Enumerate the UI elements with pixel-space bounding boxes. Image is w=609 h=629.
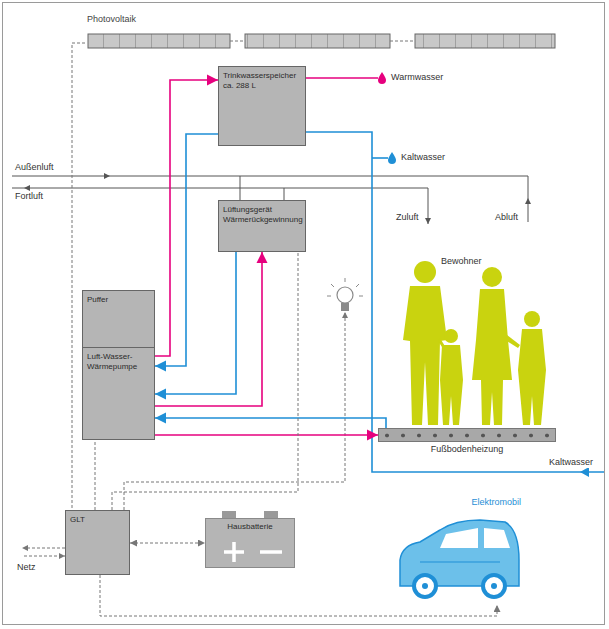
label-text: Abluft: [494, 212, 519, 223]
water-pipes: [306, 72, 604, 477]
electric-car: [422, 583, 428, 589]
pv-panels: [390, 41, 415, 42]
pv-panels: [88, 34, 230, 48]
pipe-connector: [155, 434, 378, 436]
data-connector: [100, 575, 497, 616]
residents: [414, 261, 436, 283]
battery-body: [222, 511, 236, 518]
node-text: Hausbatterie: [209, 522, 291, 532]
electric-car: [420, 562, 500, 563]
air-ducts: [12, 176, 528, 177]
house-battery: Hausbatterie: [205, 518, 295, 568]
floor-slab: [378, 428, 556, 442]
air-ducts: [104, 173, 110, 179]
electric-car: [414, 575, 436, 597]
data-arrowheads: [22, 545, 28, 551]
node-text: GLT: [70, 515, 125, 525]
buffer-tank: Puffer: [82, 290, 155, 348]
data-connector: [130, 543, 205, 544]
electric-car: [400, 520, 519, 597]
label-text: Kaltwasser: [548, 457, 594, 468]
node-text: Elektromobil: [389, 497, 521, 508]
control-unit: GLT: [65, 510, 130, 575]
pv-array: Photovoltaik: [85, 14, 560, 54]
water-pipes: [378, 72, 386, 84]
label-text: Fortluft: [14, 191, 44, 202]
residents: [482, 267, 502, 287]
water-pipes: [388, 152, 396, 164]
electric-car: [483, 575, 505, 597]
battery-body: [260, 550, 282, 554]
water-pipes: [580, 467, 589, 477]
label-text: Zuluft: [395, 212, 420, 223]
light-bulb: [337, 287, 353, 303]
residents: [440, 345, 463, 425]
light-bulb: [341, 303, 349, 311]
node-text: Photovoltaik: [87, 14, 558, 25]
air-ducts: [284, 188, 285, 200]
label-text: Netz: [16, 562, 37, 573]
data-arrowheads: [342, 312, 348, 318]
label-text: Kaltwasser: [400, 152, 446, 163]
residents: [524, 311, 540, 327]
electric-car: [491, 583, 497, 589]
pipe-connector: [155, 252, 236, 394]
residents: [505, 335, 520, 348]
ventilation-unit: Lüftungsgerät Wärmerückgewinnung: [218, 200, 306, 252]
pv-panels: [415, 34, 555, 48]
battery-body: [264, 511, 278, 518]
node-text: Trinkwasserspeicher ca. 288 L: [223, 71, 301, 90]
pipe-connector: [155, 252, 262, 406]
node-text: Puffer: [87, 295, 150, 305]
label-text: Außenluft: [14, 162, 55, 173]
storage-tank: Trinkwasserspeicher ca. 288 L: [218, 66, 306, 146]
light-bulb: [327, 278, 363, 296]
data-connector: [95, 440, 96, 510]
air-ducts: [425, 218, 431, 224]
node-text: Fußbodenheizung: [378, 444, 556, 455]
pv-panels: [245, 34, 390, 48]
data-lines: [124, 313, 345, 510]
light-bulb: [327, 278, 363, 311]
electric-car: [440, 528, 478, 548]
pipe-connector: [155, 418, 386, 428]
floor-heating: Fußbodenheizung: [378, 428, 556, 456]
residents: [444, 329, 458, 343]
electric-car: Elektromobil: [385, 495, 525, 605]
residents: [403, 261, 546, 425]
node-text: Lüftungsgerät Wärmerückgewinnung: [223, 205, 301, 224]
pipe-connector: [155, 134, 218, 366]
pv-panels: [88, 34, 555, 48]
heat-pump: Luft-Wasser-Wärmepumpe: [82, 347, 155, 440]
air-ducts: [12, 173, 531, 224]
residents: [472, 289, 512, 425]
data-lines: [24, 548, 65, 549]
water-pipes: [372, 157, 388, 159]
electric-car: [484, 528, 510, 548]
battery-body: [205, 511, 295, 568]
water-pipes: [306, 132, 604, 472]
water-pipes: [306, 77, 378, 79]
battery-body: [224, 542, 244, 562]
pv-panels: [230, 41, 245, 42]
air-ducts: [240, 176, 241, 200]
node-text: Luft-Wasser-Wärmepumpe: [87, 352, 150, 371]
air-ducts: [12, 188, 428, 189]
air-ducts: [525, 198, 531, 204]
residents: [403, 286, 447, 425]
battery-body: [205, 518, 295, 568]
label-text: Bewohner: [440, 256, 483, 267]
data-lines: [24, 556, 65, 557]
residents: [518, 329, 546, 425]
label-text: Warmwasser: [390, 72, 444, 83]
